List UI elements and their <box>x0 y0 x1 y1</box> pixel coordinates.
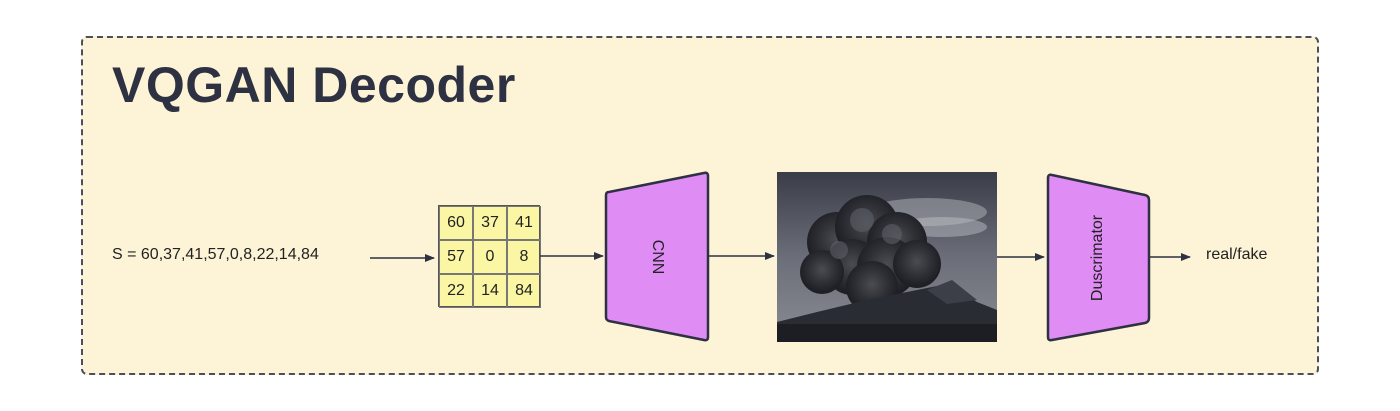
grid-cell: 60 <box>439 206 473 240</box>
output-label: real/fake <box>1206 246 1268 263</box>
grid-cell: 22 <box>439 274 473 308</box>
grid-cell: 41 <box>507 206 541 240</box>
grid-cell: 14 <box>473 274 507 308</box>
cnn-label: CNN <box>649 240 666 275</box>
grid-cell: 0 <box>473 240 507 274</box>
sequence-label: S = 60,37,41,57,0,8,22,14,84 <box>112 246 319 263</box>
generated-image <box>777 172 997 342</box>
volcano-image-icon <box>777 172 997 342</box>
grid-cell: 84 <box>507 274 541 308</box>
discriminator-block <box>1046 173 1151 342</box>
grid-cell: 8 <box>507 240 541 274</box>
cnn-block <box>604 171 710 342</box>
grid-cell: 57 <box>439 240 473 274</box>
grid-cell: 37 <box>473 206 507 240</box>
discriminator-label: Duscrimator <box>1089 214 1106 301</box>
token-grid: 60 37 41 57 0 8 22 14 84 <box>438 205 541 308</box>
diagram-title: VQGAN Decoder <box>112 57 516 113</box>
